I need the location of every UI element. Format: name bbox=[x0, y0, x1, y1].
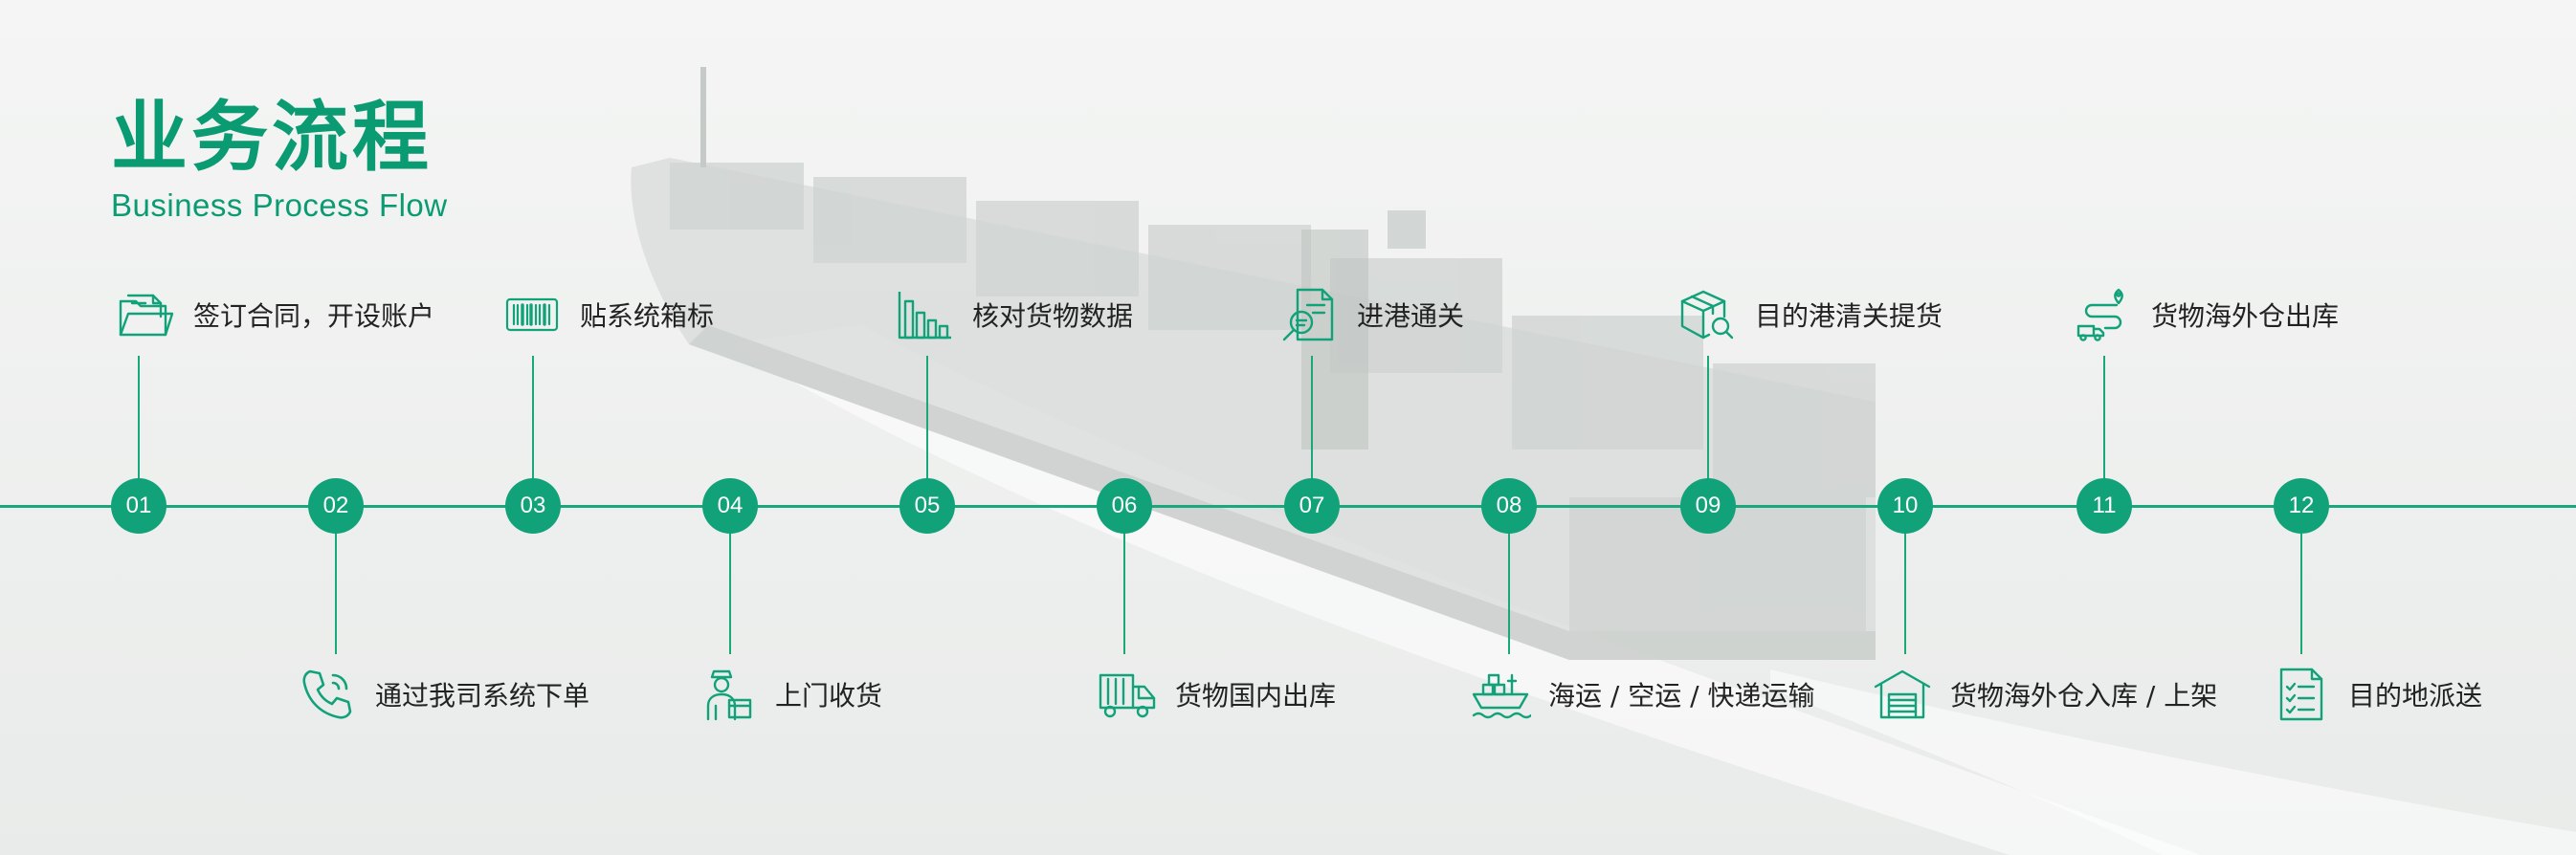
connector-11 bbox=[2103, 356, 2105, 480]
step-node-06: 06 bbox=[1097, 478, 1152, 534]
connector-01 bbox=[138, 356, 140, 480]
connector-04 bbox=[729, 532, 731, 654]
step-node-01: 01 bbox=[111, 478, 167, 534]
step-node-08: 08 bbox=[1481, 478, 1537, 534]
step-label-09: 目的港清关提货 bbox=[1677, 281, 1943, 348]
phone-icon bbox=[297, 664, 358, 725]
checklist-icon bbox=[2270, 664, 2331, 725]
step-label-10: 货物海外仓入库 / 上架 bbox=[1872, 661, 2217, 728]
step-node-10: 10 bbox=[1877, 478, 1933, 534]
bar-chart-icon bbox=[894, 284, 955, 345]
step-label-12: 目的地派送 bbox=[2270, 661, 2482, 728]
step-node-04: 04 bbox=[702, 478, 758, 534]
step-label-03: 贴系统箱标 bbox=[501, 281, 714, 348]
connector-10 bbox=[1904, 532, 1906, 654]
step-label-06: 货物国内出库 bbox=[1097, 661, 1336, 728]
warehouse-icon bbox=[1872, 664, 1933, 725]
connector-12 bbox=[2300, 532, 2302, 654]
step-node-03: 03 bbox=[505, 478, 561, 534]
package-inspect-icon bbox=[1677, 284, 1738, 345]
step-label-01: 签订合同，开设账户 bbox=[115, 281, 434, 348]
courier-icon bbox=[697, 664, 758, 725]
connector-02 bbox=[335, 532, 337, 654]
step-node-05: 05 bbox=[899, 478, 955, 534]
step-label-08: 海运 / 空运 / 快递运输 bbox=[1470, 661, 1814, 728]
connector-08 bbox=[1508, 532, 1510, 654]
connector-03 bbox=[532, 356, 534, 480]
cargo-ship-icon bbox=[1470, 664, 1531, 725]
step-node-11: 11 bbox=[2076, 478, 2132, 534]
connector-07 bbox=[1311, 356, 1313, 480]
delivery-truck-icon bbox=[1097, 664, 1158, 725]
connector-05 bbox=[926, 356, 928, 480]
connector-09 bbox=[1707, 356, 1709, 480]
title-block: 业务流程 Business Process Flow bbox=[111, 99, 448, 224]
page-title: 业务流程 bbox=[111, 93, 433, 182]
step-label-11: 货物海外仓出库 bbox=[2073, 281, 2339, 348]
step-label-05: 核对货物数据 bbox=[894, 281, 1133, 348]
barcode-icon bbox=[501, 284, 563, 345]
connector-06 bbox=[1123, 532, 1125, 654]
step-label-04: 上门收货 bbox=[697, 661, 882, 728]
step-label-02: 通过我司系统下单 bbox=[297, 661, 589, 728]
step-node-09: 09 bbox=[1680, 478, 1736, 534]
folder-document-icon bbox=[115, 284, 176, 345]
step-node-07: 07 bbox=[1284, 478, 1340, 534]
step-label-07: 进港通关 bbox=[1278, 281, 1464, 348]
document-search-icon bbox=[1278, 284, 1340, 345]
route-truck-icon bbox=[2073, 284, 2134, 345]
step-node-12: 12 bbox=[2274, 478, 2329, 534]
page-subtitle: Business Process Flow bbox=[111, 187, 448, 223]
step-node-02: 02 bbox=[308, 478, 364, 534]
